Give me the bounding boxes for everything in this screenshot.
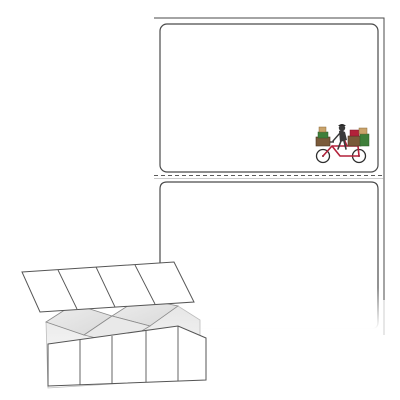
fanfold-bottom-sheet [47,325,207,387]
courier-head-icon [338,124,346,132]
fanfold-stack-illustration [21,261,207,389]
label-bottom [159,181,379,330]
perforation-line [154,175,384,179]
delivery-bike-illustration [315,124,370,164]
label-top [159,23,379,173]
fanfold-top-sheet [21,261,195,313]
bike-front-wheel-icon [315,148,331,164]
